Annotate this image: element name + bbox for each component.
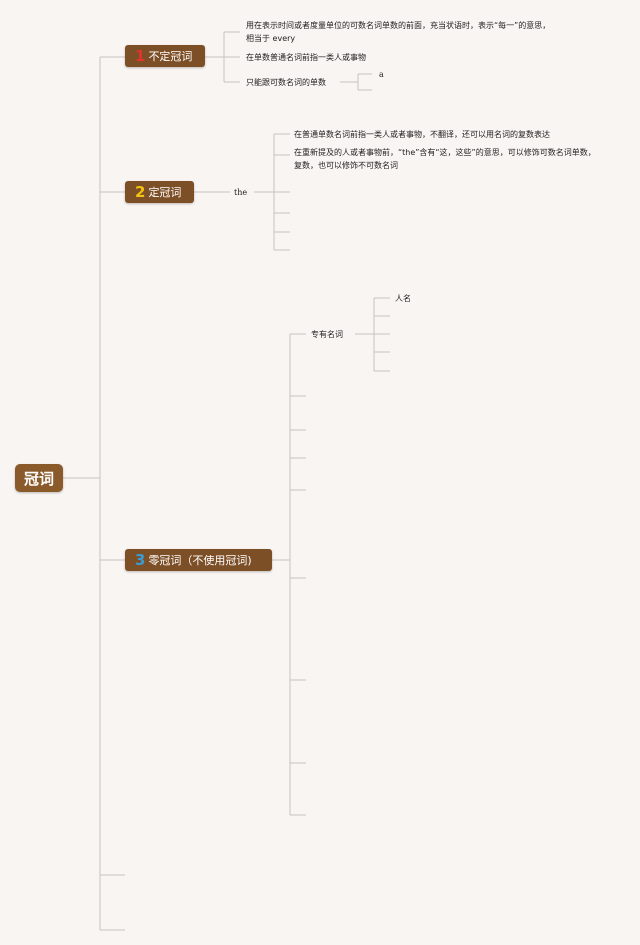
- branch-zero-article[interactable]: 3 零冠词（不使用冠词): [125, 549, 272, 571]
- branch-number-1: 1: [135, 47, 146, 65]
- branch-label: 零冠词（不使用冠词): [148, 554, 252, 567]
- proper-noun-node[interactable]: 专有名词: [311, 330, 343, 339]
- branch-number-3: 3: [135, 551, 146, 569]
- indefinite-note-time-unit: 用在表示时间或者度量单位的可数名词单数的前面，充当状语时，表示“每一”的意思，相…: [246, 21, 551, 43]
- proper-noun-item-person-name: 人名: [395, 294, 411, 303]
- definite-note-mentioned: 在重新提及的人或者事物前，“the”含有“这，这些”的意思，可以修饰可数名词单数…: [294, 148, 596, 170]
- indefinite-note-countable: 只能跟可数名词的单数: [246, 78, 326, 87]
- root-node[interactable]: 冠词: [15, 464, 63, 492]
- branch-label: 不定冠词: [148, 50, 193, 63]
- branch-definite-article[interactable]: 2 定冠词: [125, 181, 194, 203]
- branch-label: 定冠词: [148, 186, 182, 199]
- branch-indefinite-article[interactable]: 1 不定冠词: [125, 45, 205, 67]
- indefinite-article-a: a: [379, 70, 384, 79]
- root-label: 冠词: [23, 469, 54, 488]
- definite-note-class: 在普通单数名词前指一类人或者事物，不翻译，还可以用名词的复数表达: [294, 130, 550, 139]
- branch-number-2: 2: [135, 183, 146, 201]
- indefinite-note-class: 在单数普通名词前指一类人或事物: [246, 53, 366, 62]
- definite-article-the: the: [234, 188, 248, 197]
